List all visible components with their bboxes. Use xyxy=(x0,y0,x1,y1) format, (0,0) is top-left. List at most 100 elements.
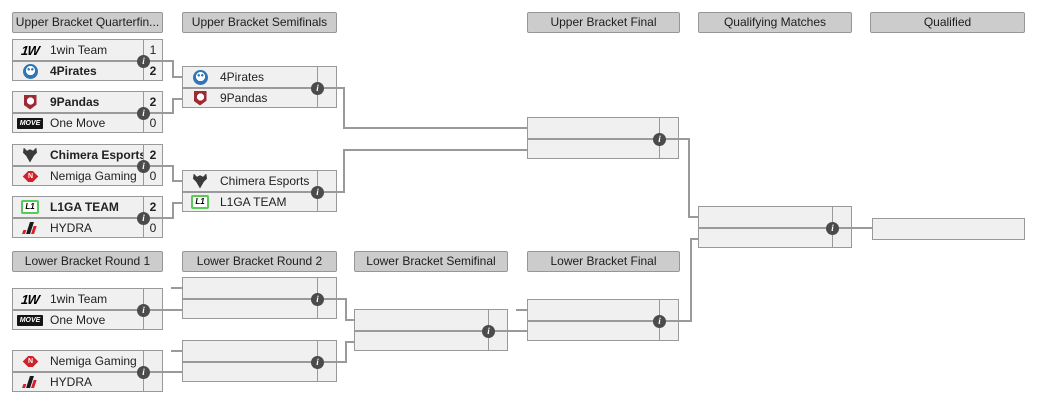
connector-line xyxy=(343,149,527,151)
pirate-skull-shape xyxy=(22,63,38,79)
team-name[interactable]: HYDRA xyxy=(50,375,93,389)
move-wordmark: MOVE xyxy=(16,314,44,326)
empty-row xyxy=(183,341,336,361)
header-ub-final: Upper Bracket Final xyxy=(527,12,680,33)
score-cell xyxy=(659,322,678,340)
info-icon[interactable]: i xyxy=(653,315,666,328)
match-lb-r2m2: i xyxy=(182,340,337,382)
connector-line xyxy=(345,298,347,321)
score-cell xyxy=(659,118,678,138)
match-ub-qf2: 9Pandas 2 MOVE One Move 0 i xyxy=(12,91,163,133)
connector-line xyxy=(172,98,174,114)
team-name[interactable]: L1GA TEAM xyxy=(220,195,287,209)
nemiga-gaming-logo[interactable]: N xyxy=(13,355,47,367)
hydra-slashes-shape xyxy=(22,376,38,388)
team-name[interactable]: 1win Team xyxy=(50,292,108,306)
team-row: HYDRA xyxy=(13,371,162,391)
header-ub-semifinals: Upper Bracket Semifinals xyxy=(182,12,337,33)
match-ub-qf3: Chimera Esports 2 N Nemiga Gaming 0 i xyxy=(12,144,163,186)
info-icon[interactable]: i xyxy=(137,212,150,225)
empty-row xyxy=(355,330,507,350)
team-name[interactable]: 9Pandas xyxy=(50,95,100,109)
chimera-head-shape xyxy=(193,173,207,189)
score-cell xyxy=(488,310,507,330)
4pirates-logo[interactable] xyxy=(13,63,47,79)
team-name[interactable]: One Move xyxy=(50,116,106,130)
1win-team-logo[interactable]: 1W xyxy=(20,291,40,307)
chimera-esports-logo[interactable] xyxy=(183,173,217,189)
team-name[interactable]: Chimera Esports xyxy=(220,174,310,188)
score-cell xyxy=(143,311,162,329)
connector-line xyxy=(337,191,345,193)
nemiga-diamond-shape: N xyxy=(22,170,38,182)
connector-line xyxy=(688,138,690,218)
match-ub-sf1: 4Pirates 9Pandas i xyxy=(182,66,337,108)
team-row: L1 L1GA TEAM 2 xyxy=(13,197,162,217)
match-lb-semifinal: i xyxy=(354,309,508,351)
info-icon[interactable]: i xyxy=(482,325,495,338)
team-row: N Nemiga Gaming 0 xyxy=(13,165,162,185)
l1-badge: L1 xyxy=(191,195,209,209)
panda-shield-shape xyxy=(23,94,37,110)
score-cell xyxy=(317,278,336,298)
empty-row xyxy=(699,227,851,247)
team-name[interactable]: Chimera Esports xyxy=(50,148,143,162)
info-icon[interactable]: i xyxy=(311,356,324,369)
qualified-slot xyxy=(872,218,1025,240)
one-move-logo[interactable]: MOVE xyxy=(13,117,47,129)
score-cell xyxy=(317,171,336,191)
l1ga-team-logo[interactable]: L1 xyxy=(13,200,47,214)
score-cell xyxy=(832,229,851,247)
team-row: L1 L1GA TEAM xyxy=(183,191,336,211)
info-icon[interactable]: i xyxy=(137,107,150,120)
connector-line xyxy=(172,202,174,219)
info-icon[interactable]: i xyxy=(137,366,150,379)
score-cell: 0 xyxy=(143,114,162,132)
team-name[interactable]: L1GA TEAM xyxy=(50,200,119,214)
9pandas-logo[interactable] xyxy=(183,90,217,106)
one-move-logo[interactable]: MOVE xyxy=(13,314,47,326)
nemiga-diamond-shape: N xyxy=(22,355,38,367)
connector-line xyxy=(337,298,347,300)
connector-line xyxy=(172,76,182,78)
l1ga-team-logo[interactable]: L1 xyxy=(183,195,217,209)
connector-line xyxy=(345,319,354,321)
header-lb-semifinal: Lower Bracket Semifinal xyxy=(354,251,508,272)
info-icon[interactable]: i xyxy=(137,160,150,173)
team-name[interactable]: Nemiga Gaming xyxy=(50,169,137,183)
team-row: 1W 1win Team 1 xyxy=(13,40,162,60)
4pirates-logo[interactable] xyxy=(183,69,217,85)
connector-line xyxy=(690,238,698,240)
l1-badge: L1 xyxy=(21,200,39,214)
info-icon[interactable]: i xyxy=(137,304,150,317)
score-cell xyxy=(317,300,336,318)
info-icon[interactable]: i xyxy=(653,133,666,146)
score-cell xyxy=(317,363,336,381)
logo-text: N xyxy=(27,357,33,365)
connector-line xyxy=(508,330,527,332)
team-name[interactable]: 9Pandas xyxy=(220,91,268,105)
team-name[interactable]: 4Pirates xyxy=(220,70,265,84)
score-cell: 1 xyxy=(143,40,162,60)
team-name[interactable]: 4Pirates xyxy=(50,64,97,78)
hydra-logo[interactable] xyxy=(13,222,47,234)
team-name[interactable]: 1win Team xyxy=(50,43,108,57)
hydra-logo[interactable] xyxy=(13,376,47,388)
info-icon[interactable]: i xyxy=(137,55,150,68)
chimera-esports-logo[interactable] xyxy=(13,147,47,163)
connector-line xyxy=(343,149,345,193)
team-name[interactable]: One Move xyxy=(50,313,106,327)
9pandas-logo[interactable] xyxy=(13,94,47,110)
connector-line xyxy=(679,320,692,322)
info-icon[interactable]: i xyxy=(311,82,324,95)
logo-text: N xyxy=(27,172,33,180)
1win-team-logo[interactable]: 1W xyxy=(20,42,40,58)
info-icon[interactable]: i xyxy=(826,222,839,235)
score-cell: 2 xyxy=(143,145,162,165)
nemiga-gaming-logo[interactable]: N xyxy=(13,170,47,182)
info-icon[interactable]: i xyxy=(311,293,324,306)
team-name[interactable]: HYDRA xyxy=(50,221,93,235)
team-name[interactable]: Nemiga Gaming xyxy=(50,354,137,368)
info-icon[interactable]: i xyxy=(311,186,324,199)
